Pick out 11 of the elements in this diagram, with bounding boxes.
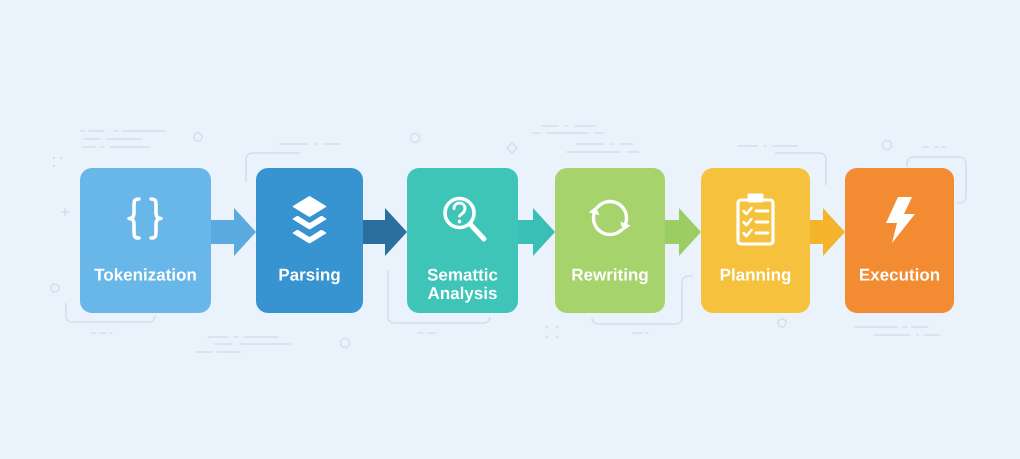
- arrow: [211, 208, 256, 256]
- process-box: Execution: [845, 168, 954, 313]
- arrow: [665, 208, 701, 256]
- arrow: [363, 208, 407, 256]
- process-box: Tokenization: [80, 168, 211, 313]
- arrow: [810, 208, 845, 256]
- process-box: Parsing: [256, 168, 363, 313]
- process-box: Rewriting: [555, 168, 665, 313]
- process-box: Semattic Analysis: [407, 168, 518, 313]
- arrow: [518, 208, 555, 256]
- process-box: Planning: [701, 168, 810, 313]
